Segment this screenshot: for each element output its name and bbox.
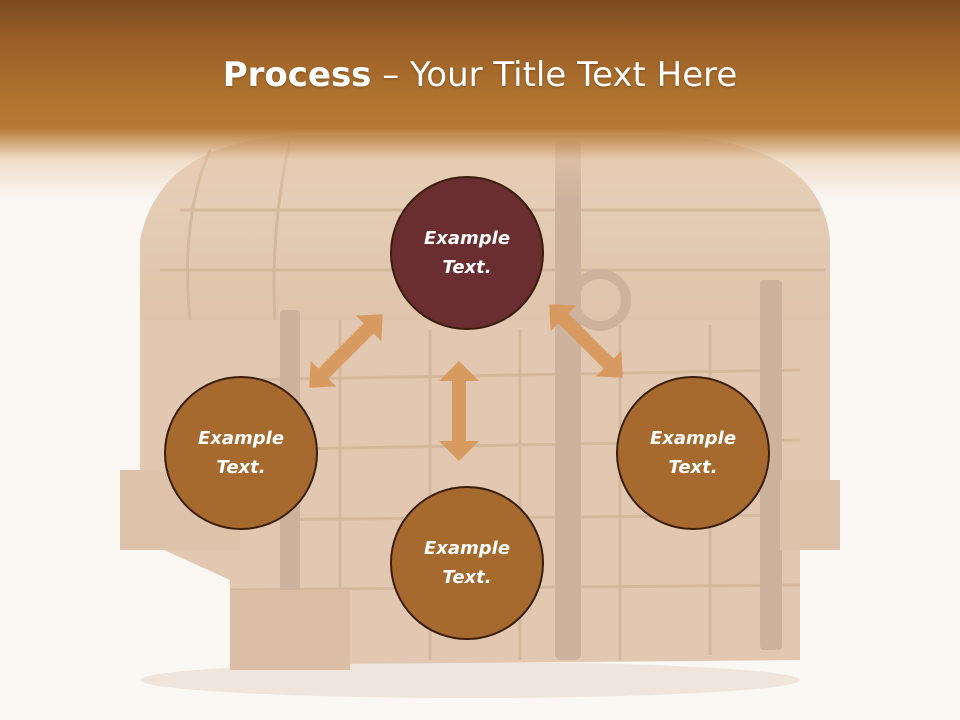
- node-right-line1: Example: [649, 428, 737, 449]
- title-rest: – Your Title Text Here: [371, 55, 738, 95]
- node-left-line1: Example: [197, 428, 285, 449]
- node-top-line1: Example: [423, 228, 511, 249]
- title-bold: Process: [222, 55, 372, 95]
- arrow-vertical: [439, 361, 479, 461]
- node-left-line2: Text.: [216, 457, 266, 478]
- node-right-line2: Text.: [668, 457, 718, 478]
- node-bottom-line1: Example: [423, 538, 511, 559]
- process-node-right: Example Text.: [616, 376, 770, 530]
- arrow-top-right: [549, 304, 623, 378]
- slide-title: Process – Your Title Text Here: [0, 52, 960, 98]
- process-node-left: Example Text.: [164, 376, 318, 530]
- title-bar: [0, 0, 960, 200]
- process-node-top: Example Text.: [390, 176, 544, 330]
- node-bottom-line2: Text.: [442, 567, 492, 588]
- node-top-line2: Text.: [442, 257, 492, 278]
- arrows: [309, 304, 623, 461]
- arrow-top-left: [309, 314, 383, 388]
- process-node-bottom: Example Text.: [390, 486, 544, 640]
